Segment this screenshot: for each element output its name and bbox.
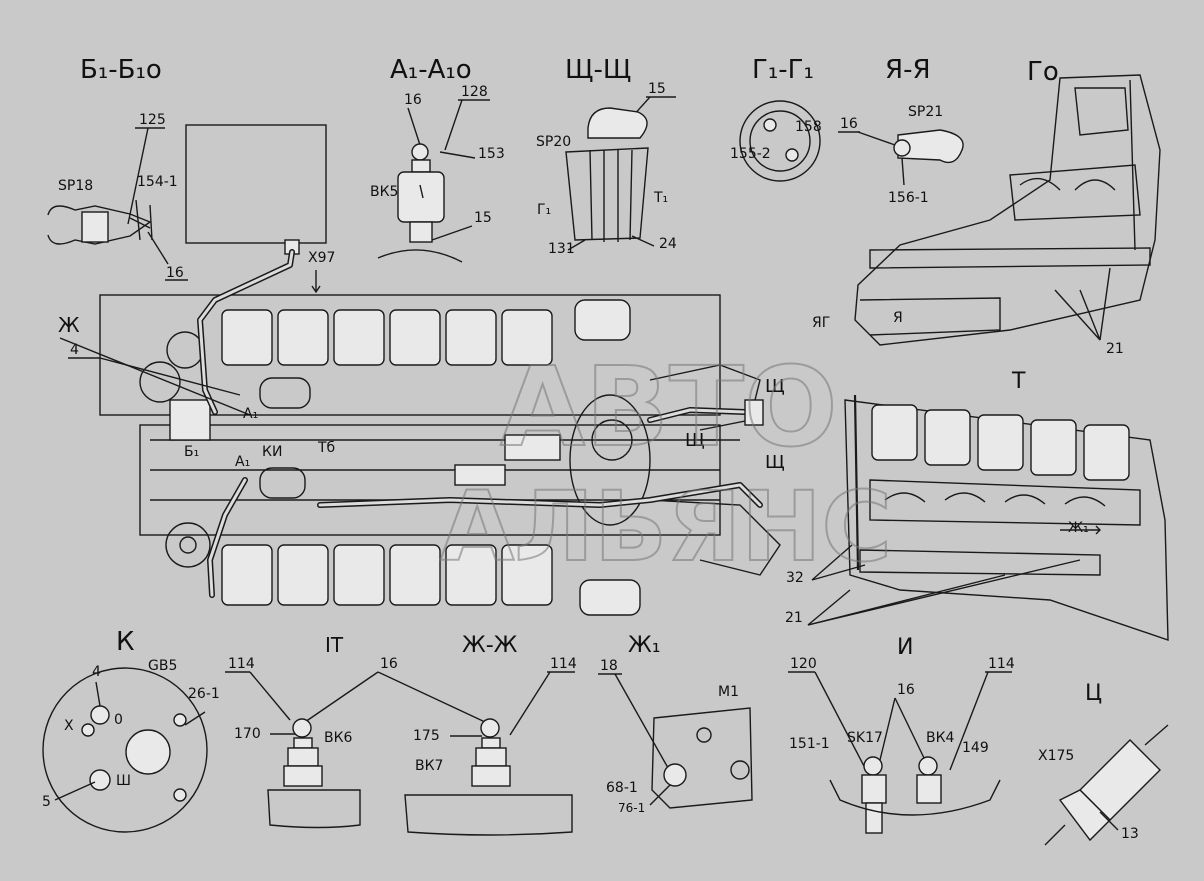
label-k-5: 5 [42,794,51,810]
label-114-c: 114 [988,656,1015,672]
label-76-1: 76-1 [618,801,645,815]
label-yag: ЯГ [812,315,830,331]
label-154-1: 154-1 [137,174,178,190]
view-a1-a1: А₁-А₁о 16 128 153 ВК5 15 [370,55,505,263]
section-title-shch: Щ-Щ [565,55,631,85]
label-sk17: SK17 [847,730,883,746]
section-title-ts: Ц [1085,681,1102,706]
label-t1: Т₁ [653,190,668,206]
label-x97: Х97 [308,250,335,266]
label-4: 4 [70,342,79,358]
label-149: 149 [962,740,989,756]
label-m1: М1 [718,684,739,700]
label-zh: Ж [58,313,80,337]
panel-box [185,124,327,244]
label-16-aa: 16 [404,92,422,108]
label-g1: Г₁ [537,202,551,218]
watermark-line2: АЛЬЯНС [440,471,892,583]
section-title-it: IТ [325,633,344,657]
section-title-k: К [116,627,134,657]
label-131: 131 [548,241,575,257]
label-ya: Я [893,310,903,326]
label-k-4: 4 [92,664,101,680]
label-120: 120 [790,656,817,672]
view-shch-shch: Щ-Щ 15 SP20 Г₁ Т₁ 131 24 [536,55,677,257]
section-title-t: Т [1011,369,1026,394]
section-title-yaya: Я-Я [885,55,931,85]
label-128: 128 [461,84,488,100]
label-16-i: 16 [897,682,915,698]
label-158: 158 [795,119,822,135]
view-i: И 120 16 114 151-1 SK17 ВК4 149 [788,635,1015,834]
view-zh-zh: Ж-Ж 114 175 ВК7 [404,633,577,836]
label-shch-c: Щ [765,452,785,473]
label-sp21: SP21 [908,104,943,120]
section-title-g1g1: Г₁-Г₁ [752,55,814,85]
section-title-zhzh: Ж-Ж [462,633,518,658]
label-125: 125 [139,112,166,128]
label-18: 18 [600,658,618,674]
main-engine-view: Ж 4 А₁ Б₁ А₁ КИ Тб Щ Щ Щ [58,249,785,616]
label-175: 175 [413,728,440,744]
label-bk4: ВК4 [926,730,955,746]
watermark: АВТО АЛЬЯНС [439,342,893,584]
label-tb: Тб [317,440,335,456]
view-zh1: Ж₁ 18 М1 68-1 76-1 [598,633,753,815]
label-b1: Б₁ [184,444,199,460]
label-ki: КИ [262,444,282,460]
label-shch-b: Щ [685,430,705,451]
label-155-2: 155-2 [730,146,771,162]
view-ya-ya: Я-Я 16 SP21 156-1 [838,55,964,206]
label-shch-a: Щ [765,376,785,397]
label-k-x: Х [64,718,74,734]
watermark-line1: АВТО [500,343,838,471]
label-15-aa: 15 [474,210,492,226]
label-156-1: 156-1 [888,190,929,206]
label-zh1-main: Ж₁ [1068,520,1089,536]
label-24: 24 [659,236,677,252]
label-21-top: 21 [1106,341,1124,357]
label-gb5: GB5 [148,658,177,674]
label-sp18: SP18 [58,178,93,194]
section-title-i: И [897,635,913,660]
view-g1-g1: Г₁-Г₁ 158 155-2 [730,55,822,182]
view-t: Т Ж₁ 32 21 [785,369,1169,641]
label-26-1: 26-1 [188,686,220,702]
label-sp20: SP20 [536,134,571,150]
label-16-it: 16 [380,656,398,672]
label-15-shch: 15 [648,81,666,97]
label-151-1: 151-1 [789,736,830,752]
label-k-sh: Ш [116,773,131,789]
label-32: 32 [786,570,804,586]
label-114-a: 114 [228,656,255,672]
label-13: 13 [1121,826,1139,842]
label-x175: Х175 [1038,748,1074,764]
label-a1: А₁ [243,406,258,422]
section-title-zh1: Ж₁ [628,633,661,658]
view-ts: Ц Х175 13 [1038,681,1169,846]
label-153: 153 [478,146,505,162]
label-bk6: ВК6 [324,730,353,746]
label-16-bb: 16 [166,265,184,281]
label-k-0: 0 [114,712,123,728]
section-title-b1b1: Б₁-Б₁о [80,55,162,85]
view-go: Го ЯГ Я 21 [812,57,1161,357]
label-bk7: ВК7 [415,758,443,774]
view-it: IТ 114 16 170 ВК6 [225,633,486,829]
view-k: К GB5 4 Х 0 Ш 5 26-1 [42,627,220,833]
label-21-bot: 21 [785,610,803,626]
label-bk5: ВК5 [370,184,398,200]
label-170: 170 [234,726,261,742]
label-114-b: 114 [550,656,577,672]
section-title-a1a1: А₁-А₁о [390,55,472,85]
view-b1-b1: Б₁-Б₁о 125 SP18 154-1 16 [47,55,188,281]
label-16-ya: 16 [840,116,858,132]
label-68-1: 68-1 [606,780,638,796]
label-a1b: А₁ [235,454,250,470]
section-title-go: Го [1027,57,1059,87]
